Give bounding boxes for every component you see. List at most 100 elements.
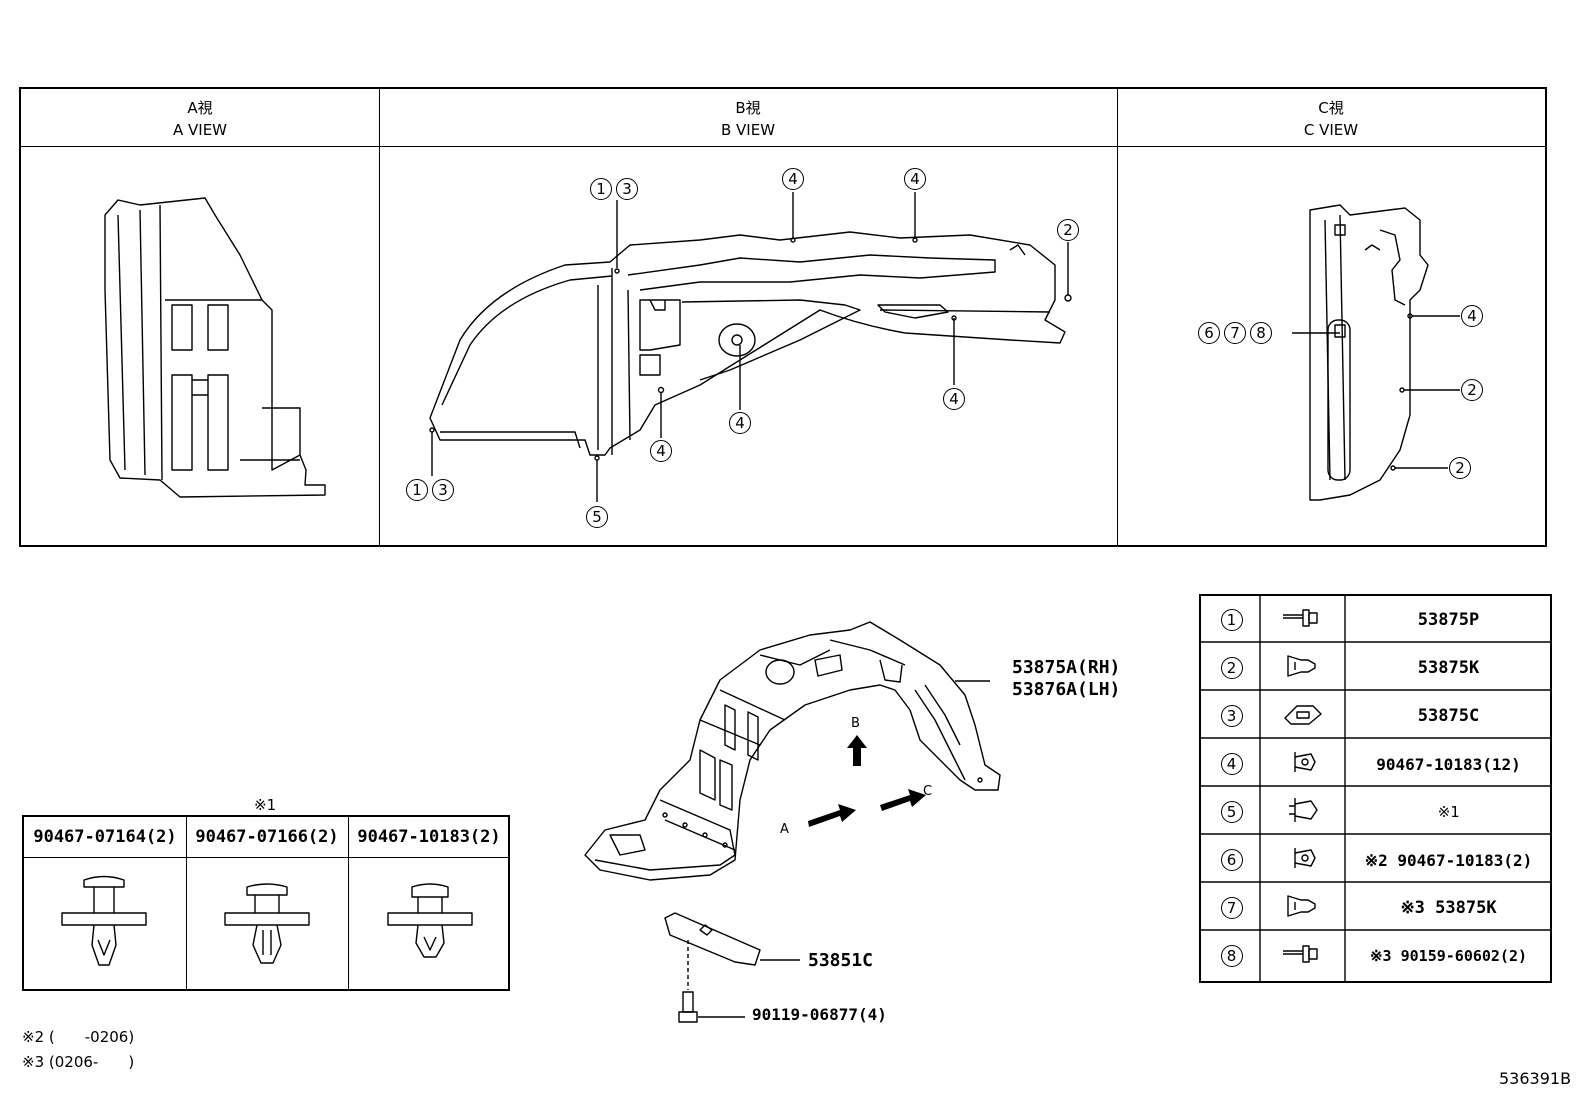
parts-row-part: 53875P xyxy=(1417,610,1480,630)
view-b-title-en: B VIEW xyxy=(720,121,776,139)
note-2: ※2 ( -0206) xyxy=(22,1028,135,1046)
callout-4: 4 xyxy=(782,168,804,190)
parts-row: 4 90467-10183(12) xyxy=(1201,740,1550,788)
view-a-header: A視 A VIEW xyxy=(21,89,379,147)
view-c-title-en: C VIEW xyxy=(1303,121,1359,139)
parts-row-part: ※3 53875K xyxy=(1400,898,1497,918)
parts-row-num: 6 xyxy=(1220,849,1243,871)
callout-7: 7 xyxy=(1224,322,1246,344)
view-a-drawing xyxy=(104,197,326,498)
parts-row: 3 53875C xyxy=(1201,692,1550,740)
callout-1: 1 xyxy=(590,178,612,200)
push-clip-10183 xyxy=(387,883,473,958)
arrow-c xyxy=(880,789,926,811)
view-c-title-jp: C視 xyxy=(1318,99,1344,117)
bolt-icon xyxy=(1283,945,1318,963)
parts-row: 2 53875K xyxy=(1201,644,1550,692)
parts-row-num: 2 xyxy=(1220,657,1243,679)
view-arrows xyxy=(808,735,926,827)
view-b-header: B視 B VIEW xyxy=(379,89,1117,147)
view-c-column: C視 C VIEW xyxy=(1117,89,1545,545)
pin-clip-icon xyxy=(1294,752,1316,772)
view-c-header: C視 C VIEW xyxy=(1117,89,1545,147)
push-clip-07166 xyxy=(224,883,310,964)
parts-table: 1 53875P 2 53875K 3 53875C 4 90467-10183… xyxy=(1199,594,1552,983)
arrow-a-label: A xyxy=(780,822,789,837)
view-a-title-en: A VIEW xyxy=(172,121,228,139)
clip-group-table: 90467-07164(2) 90467-07166(2) 90467-1018… xyxy=(22,815,510,991)
parts-row-num: 3 xyxy=(1220,705,1243,727)
parts-table-grid xyxy=(1199,594,1552,983)
callout-3: 3 xyxy=(616,178,638,200)
arrow-c-label: C xyxy=(923,784,933,799)
parts-row: 7 ※3 53875K xyxy=(1201,884,1550,932)
note-3: ※3 (0206- ) xyxy=(22,1053,135,1071)
view-a-title-jp: A視 xyxy=(187,99,213,117)
view-table: A視 A VIEW B視 B VIEW C視 C VIEW xyxy=(19,87,1547,547)
push-clip-icon xyxy=(1289,798,1318,822)
callout-4: 4 xyxy=(943,388,965,410)
parts-row: 5 ※1 xyxy=(1201,788,1550,836)
bolt-label: 90119-06877(4) xyxy=(752,1005,887,1024)
parts-row: 6 ※2 90467-10183(2) xyxy=(1201,836,1550,884)
view-divider xyxy=(379,89,380,545)
arrow-b-label: B xyxy=(851,716,860,731)
bracket-drawing xyxy=(664,912,800,1023)
callout-4: 4 xyxy=(729,412,751,434)
nut-icon xyxy=(1284,705,1322,725)
parts-row: 8 ※3 90159-60602(2) xyxy=(1201,932,1550,980)
parts-row-part: ※1 xyxy=(1437,803,1460,821)
callout-4: 4 xyxy=(1461,305,1483,327)
view-c-drawing xyxy=(1309,204,1429,501)
push-clip-07164 xyxy=(61,875,147,966)
callout-3: 3 xyxy=(432,479,454,501)
view-divider xyxy=(1117,89,1118,545)
callout-8: 8 xyxy=(1250,322,1272,344)
parts-row-num: 7 xyxy=(1220,897,1243,919)
clip-divider xyxy=(186,817,187,989)
view-b-drawing xyxy=(429,231,1072,461)
callout-4: 4 xyxy=(650,440,672,462)
callout-2: 2 xyxy=(1461,379,1483,401)
parts-row-num: 4 xyxy=(1220,753,1243,775)
view-b-title-jp: B視 xyxy=(735,99,761,117)
parts-icons xyxy=(1283,609,1322,963)
bracket-label: 53851C xyxy=(808,950,874,971)
view-a-column: A視 A VIEW xyxy=(21,89,379,545)
callout-1: 1 xyxy=(406,479,428,501)
liner-lh-label: 53876A(LH) xyxy=(1012,679,1121,700)
parts-row-num: 1 xyxy=(1220,609,1243,631)
view-b-leaders xyxy=(431,192,1069,502)
parts-row-part: 90467-10183(12) xyxy=(1376,754,1521,774)
liner-rh-label: 53875A(RH) xyxy=(1012,657,1121,678)
callout-5: 5 xyxy=(586,506,608,528)
parts-row-num: 5 xyxy=(1220,801,1243,823)
pin-clip-icon xyxy=(1294,848,1316,868)
arrow-b xyxy=(847,735,867,766)
parts-row-part: ※2 90467-10183(2) xyxy=(1364,850,1533,870)
clip-icon xyxy=(1287,895,1316,917)
callout-6: 6 xyxy=(1198,322,1220,344)
diagram-id: 536391B xyxy=(1499,1069,1572,1088)
parts-row-part: ※3 90159-60602(2) xyxy=(1369,947,1528,965)
clip-divider xyxy=(348,817,349,989)
parts-row-part: 53875K xyxy=(1417,658,1480,678)
parts-row-num: 8 xyxy=(1220,945,1243,967)
view-b-column: B視 B VIEW xyxy=(379,89,1117,545)
bolt-icon xyxy=(1283,609,1318,627)
clip-header-10183: 90467-10183(2) xyxy=(357,827,501,847)
arrow-a xyxy=(808,804,856,827)
callout-4: 4 xyxy=(904,168,926,190)
clip-icon xyxy=(1287,655,1316,677)
parts-row-part: 53875C xyxy=(1417,706,1480,726)
clip-header-row xyxy=(24,817,508,858)
callout-2: 2 xyxy=(1449,457,1471,479)
callout-2: 2 xyxy=(1057,219,1079,241)
clip-header-07164: 90467-07164(2) xyxy=(33,827,177,847)
clip-header-07166: 90467-07166(2) xyxy=(195,827,339,847)
clip-drawings xyxy=(61,875,473,966)
